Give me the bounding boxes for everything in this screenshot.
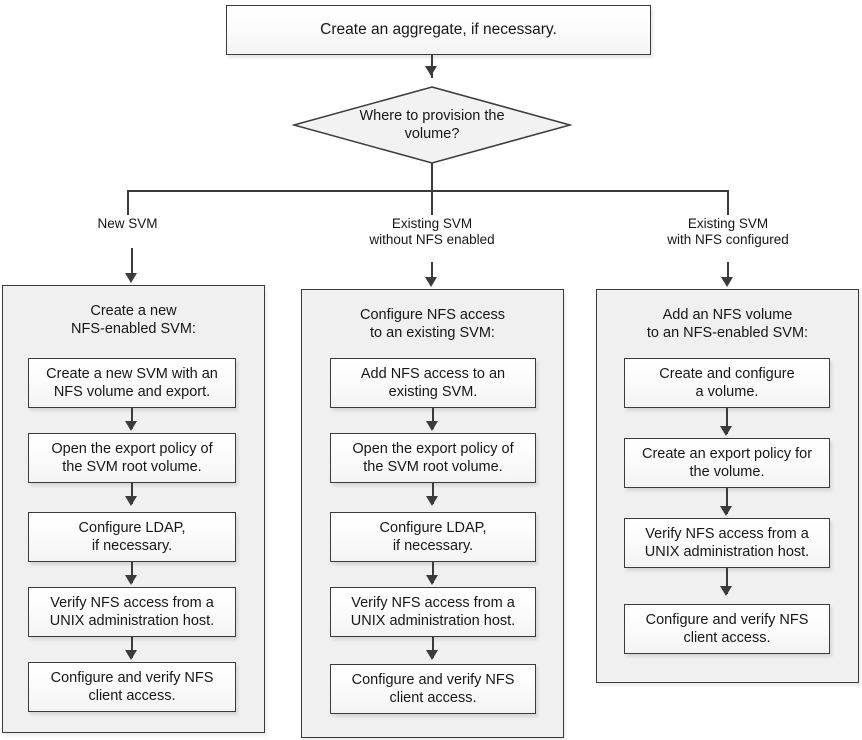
connector-bus-to-left-label bbox=[127, 190, 129, 215]
connector-new-svm-1-2 bbox=[131, 408, 133, 429]
group-title-new-svm: Create a new NFS-enabled SVM: bbox=[71, 303, 196, 338]
connector-decision-to-bus bbox=[431, 163, 433, 191]
step-existing-with-nfs-2[interactable]: Create an export policy for the volume. bbox=[624, 438, 830, 488]
connector-right-label-to-group bbox=[727, 262, 729, 284]
arrow-new-svm-2-3 bbox=[125, 496, 137, 506]
branch-label-new-svm: New SVM bbox=[97, 216, 158, 231]
arrow-into-group-existing-without-nfs bbox=[425, 277, 437, 287]
arrow-existing-with-nfs-1-2 bbox=[720, 426, 732, 436]
step-existing-with-nfs-3[interactable]: Verify NFS access from a UNIX administra… bbox=[624, 518, 830, 568]
arrow-new-svm-3-4 bbox=[125, 575, 137, 585]
connector-bus-to-right-label bbox=[727, 190, 729, 215]
connector-new-svm-3-4 bbox=[131, 562, 133, 583]
connector-existing-with-nfs-1-2 bbox=[726, 408, 728, 434]
arrow-new-svm-1-2 bbox=[125, 421, 137, 431]
decision-label: Where to provision the volume? bbox=[359, 107, 505, 142]
arrow-new-svm-4-5 bbox=[125, 650, 137, 660]
arrow-existing-with-nfs-3-4 bbox=[720, 586, 732, 596]
arrow-existing-without-nfs-2-3 bbox=[426, 496, 438, 506]
step-existing-without-nfs-1[interactable]: Add NFS access to an existing SVM. bbox=[330, 358, 536, 408]
step-existing-without-nfs-3[interactable]: Configure LDAP, if necessary. bbox=[330, 512, 536, 562]
step-new-svm-1[interactable]: Create a new SVM with an NFS volume and … bbox=[28, 358, 236, 408]
connector-existing-without-nfs-2-3 bbox=[432, 483, 434, 504]
arrow-into-group-existing-with-nfs bbox=[721, 277, 733, 287]
connector-existing-without-nfs-4-5 bbox=[432, 637, 434, 658]
step-new-svm-4[interactable]: Verify NFS access from a UNIX administra… bbox=[28, 587, 236, 637]
node-create-aggregate[interactable]: Create an aggregate, if necessary. bbox=[226, 5, 651, 55]
arrow-existing-with-nfs-2-3 bbox=[720, 506, 732, 516]
decision-where-to-provision[interactable]: Where to provision the volume? bbox=[292, 85, 572, 165]
connector-existing-without-nfs-1-2 bbox=[432, 408, 434, 429]
arrow-top-to-decision bbox=[425, 66, 437, 76]
group-title-existing-svm-with-nfs: Add an NFS volume to an NFS-enabled SVM: bbox=[646, 307, 809, 342]
step-existing-with-nfs-1[interactable]: Create and configure a volume. bbox=[624, 358, 830, 408]
connector-existing-with-nfs-2-3 bbox=[726, 488, 728, 514]
step-existing-without-nfs-5[interactable]: Configure and verify NFS client access. bbox=[330, 664, 536, 714]
arrow-existing-without-nfs-3-4 bbox=[426, 575, 438, 585]
connector-new-svm-2-3 bbox=[131, 483, 133, 504]
arrow-into-group-new-svm bbox=[125, 273, 137, 283]
step-existing-without-nfs-2[interactable]: Open the export policy of the SVM root v… bbox=[330, 433, 536, 483]
arrow-existing-without-nfs-4-5 bbox=[426, 650, 438, 660]
connector-left-label-to-group bbox=[131, 248, 133, 276]
step-existing-with-nfs-4[interactable]: Configure and verify NFS client access. bbox=[624, 604, 830, 654]
connector-branch-bus bbox=[127, 190, 728, 192]
connector-existing-without-nfs-3-4 bbox=[432, 562, 434, 583]
connector-bus-to-middle-label bbox=[431, 190, 433, 215]
connector-middle-label-to-group bbox=[431, 262, 433, 284]
arrow-existing-without-nfs-1-2 bbox=[426, 421, 438, 431]
step-new-svm-3[interactable]: Configure LDAP, if necessary. bbox=[28, 512, 236, 562]
group-title-existing-svm-without-nfs: Configure NFS access to an existing SVM: bbox=[359, 307, 506, 342]
connector-existing-with-nfs-3-4 bbox=[726, 568, 728, 594]
connector-new-svm-4-5 bbox=[131, 637, 133, 658]
step-new-svm-5[interactable]: Configure and verify NFS client access. bbox=[28, 662, 236, 712]
branch-label-existing-svm-without-nfs: Existing SVM without NFS enabled bbox=[369, 216, 495, 248]
branch-label-existing-svm-with-nfs: Existing SVM with NFS configured bbox=[667, 216, 789, 248]
step-new-svm-2[interactable]: Open the export policy of the SVM root v… bbox=[28, 433, 236, 483]
step-existing-without-nfs-4[interactable]: Verify NFS access from a UNIX administra… bbox=[330, 587, 536, 637]
